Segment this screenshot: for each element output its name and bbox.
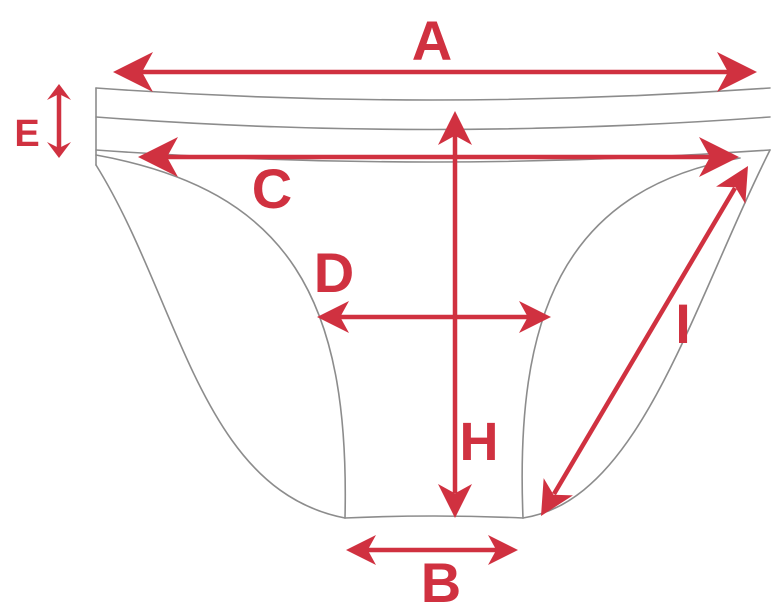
label-i: I <box>675 292 691 355</box>
measurement-e: E <box>14 84 71 158</box>
left-leg-opening-seam <box>95 154 347 519</box>
waistband-middle-edge <box>95 116 771 131</box>
right-leg-opening-seam <box>521 157 741 519</box>
label-c: C <box>252 157 292 220</box>
body-right-side <box>522 149 771 519</box>
waistband-top-edge <box>95 87 771 101</box>
label-e: E <box>14 113 39 155</box>
label-d: D <box>314 241 354 304</box>
crotch-bottom-edge <box>344 515 524 519</box>
measurement-a: A <box>113 9 757 92</box>
label-b: B <box>421 551 461 604</box>
label-h: H <box>460 412 499 472</box>
measurement-h: H <box>438 111 499 518</box>
measurement-b: B <box>346 535 518 604</box>
measurement-i: I <box>526 157 763 525</box>
label-a: A <box>412 9 452 72</box>
measurement-d: D <box>314 241 551 333</box>
body-left-side <box>95 164 346 519</box>
measurement-c: C <box>138 137 739 220</box>
